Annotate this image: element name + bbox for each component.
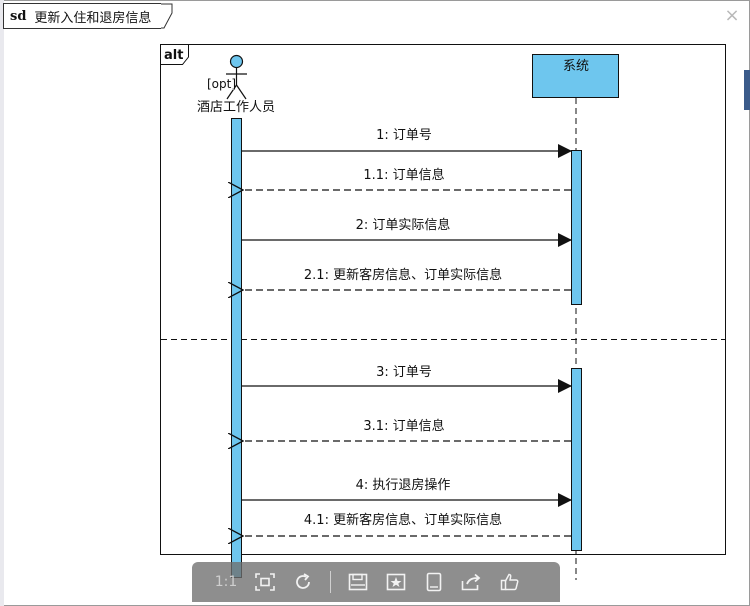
message-2-1-label: 2.1: 更新客房信息、订单实际信息 (304, 267, 502, 283)
sd-keyword: sd (10, 8, 27, 24)
rotate-icon[interactable] (292, 571, 314, 593)
message-4-1: 4.1: 更新客房信息、订单实际信息 (243, 512, 571, 536)
message-3: 3: 订单号 (242, 365, 572, 393)
message-2-label: 2: 订单实际信息 (356, 217, 451, 233)
actor-activation (231, 118, 242, 578)
diagram-title: 更新入住和退房信息 (34, 10, 152, 26)
sd-tab-corner (161, 3, 174, 29)
sd-frame-header: sd 更新入住和退房信息 (3, 3, 174, 29)
message-1-1-label: 1.1: 订单信息 (363, 167, 444, 183)
background-scrollbar (744, 70, 750, 110)
share-icon[interactable] (461, 571, 483, 593)
opt-label-bg (208, 76, 234, 90)
background-strip (0, 0, 4, 606)
message-2: 2: 订单实际信息 (242, 217, 572, 247)
message-3-label: 3: 订单号 (376, 365, 432, 380)
like-icon[interactable] (499, 571, 521, 593)
toolbar-separator (330, 571, 331, 593)
message-2-1: 2.1: 更新客房信息、订单实际信息 (243, 267, 571, 290)
alt-label-box (160, 44, 189, 65)
tablet-icon[interactable] (423, 571, 445, 593)
message-3-1: 3.1: 订单信息 (243, 418, 571, 441)
viewer-toolbar: 1:1 (192, 562, 560, 602)
message-1-1: 1.1: 订单信息 (243, 167, 571, 190)
system-label: 系统 (563, 59, 589, 74)
system-lifeline-head (532, 54, 619, 98)
fit-screen-icon[interactable] (254, 571, 276, 593)
message-4: 4: 执行退房操作 (242, 477, 572, 507)
favorite-icon[interactable] (385, 571, 407, 593)
opt-fragment-label: [opt] (207, 77, 236, 91)
zoom-reset-button[interactable]: 1:1 (214, 574, 238, 590)
system-activation-1 (571, 150, 582, 305)
sd-frame-tab: sd 更新入住和退房信息 (3, 3, 162, 29)
message-1: 1: 订单号 (242, 128, 572, 158)
actor-label: 酒店工作人员 (197, 100, 275, 115)
message-4-label: 4: 执行退房操作 (356, 477, 451, 493)
message-3-1-label: 3.1: 订单信息 (363, 418, 444, 434)
alt-fragment (160, 44, 726, 555)
actor-stick-figure (226, 54, 247, 100)
message-4-1-label: 4.1: 更新客房信息、订单实际信息 (304, 512, 502, 528)
close-icon[interactable]: × (724, 5, 740, 26)
save-icon[interactable] (347, 571, 369, 593)
alt-label: alt (164, 48, 183, 63)
system-activation-2 (571, 368, 582, 551)
message-1-label: 1: 订单号 (376, 128, 432, 143)
